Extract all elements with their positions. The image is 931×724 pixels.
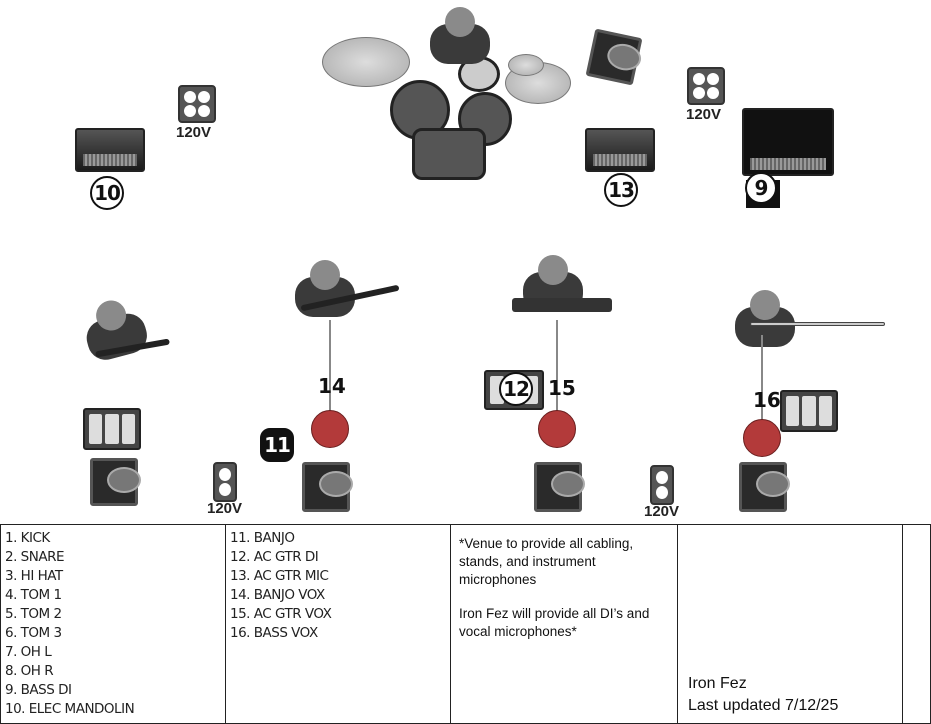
power-outlet-icon (687, 67, 725, 105)
venue-note: *Venue to provide all cabling, stands, a… (459, 536, 634, 587)
input-item: 5. TOM 2 (5, 606, 62, 622)
input-list-col2: 11. BANJO 12. AC GTR DI 13. AC GTR MIC 1… (225, 524, 451, 724)
input-item: 16. BASS VOX (230, 625, 318, 641)
input-item: 2. SNARE (5, 549, 65, 565)
amp-acoustic (585, 128, 655, 172)
pedalboard-bass (780, 390, 838, 432)
marker-14: 14 (318, 374, 346, 398)
monitor-wedge (302, 462, 353, 512)
musician-banjo (290, 255, 360, 325)
input-item: 12. AC GTR DI (230, 549, 319, 565)
monitor-wedge (739, 462, 790, 512)
input-item: 10. ELEC MANDOLIN (5, 701, 135, 717)
marker-16: 16 (753, 388, 781, 412)
marker-15: 15 (548, 376, 576, 400)
input-item: 13. AC GTR MIC (230, 568, 329, 584)
monitor-wedge (534, 462, 585, 512)
input-item: 9. BASS DI (5, 682, 72, 698)
monitor-wedge-drums (585, 28, 643, 86)
input-item: 6. TOM 3 (5, 625, 62, 641)
empty-cell (902, 524, 931, 724)
last-updated: Last updated 7/12/25 (688, 697, 839, 714)
band-note: Iron Fez will provide all DI’s and vocal… (459, 606, 650, 639)
power-outlet-icon (650, 465, 674, 505)
musician-mandolin (72, 287, 158, 373)
input-item: 1. KICK (5, 530, 50, 546)
marker-9: 9 (745, 172, 777, 204)
voltage-label: 120V (686, 106, 722, 123)
marker-11: 11 (260, 428, 294, 462)
input-item: 3. HI HAT (5, 568, 63, 584)
input-list-col1: 1. KICK 2. SNARE 3. HI HAT 4. TOM 1 5. T… (0, 524, 226, 724)
bass-cabinet (742, 108, 834, 176)
mic-stand-base (538, 410, 576, 448)
amp-mandolin (75, 128, 145, 172)
input-item: 15. AC GTR VOX (230, 606, 332, 622)
marker-12: 12 (499, 372, 533, 406)
pedalboard-mandolin (83, 408, 141, 450)
notes-cell: *Venue to provide all cabling, stands, a… (450, 524, 678, 724)
power-outlet-icon (213, 462, 237, 502)
mic-stand-base (743, 419, 781, 457)
footer-cell: Iron Fez Last updated 7/12/25 (677, 524, 903, 724)
input-list-table: 1. KICK 2. SNARE 3. HI HAT 4. TOM 1 5. T… (0, 524, 931, 724)
voltage-label: 120V (207, 500, 243, 517)
input-item: 7. OH L (5, 644, 52, 660)
input-item: 14. BANJO VOX (230, 587, 325, 603)
power-outlet-icon (178, 85, 216, 123)
voltage-label: 120V (644, 503, 680, 520)
marker-13: 13 (604, 173, 638, 207)
input-item: 4. TOM 1 (5, 587, 62, 603)
band-name: Iron Fez (688, 675, 747, 692)
monitor-wedge (90, 458, 141, 506)
input-item: 8. OH R (5, 663, 54, 679)
marker-10: 10 (90, 176, 124, 210)
musician-bass (730, 285, 800, 355)
voltage-label: 120V (176, 124, 212, 141)
mic-stand-base (311, 410, 349, 448)
drummer (425, 2, 495, 72)
input-item: 11. BANJO (230, 530, 295, 546)
